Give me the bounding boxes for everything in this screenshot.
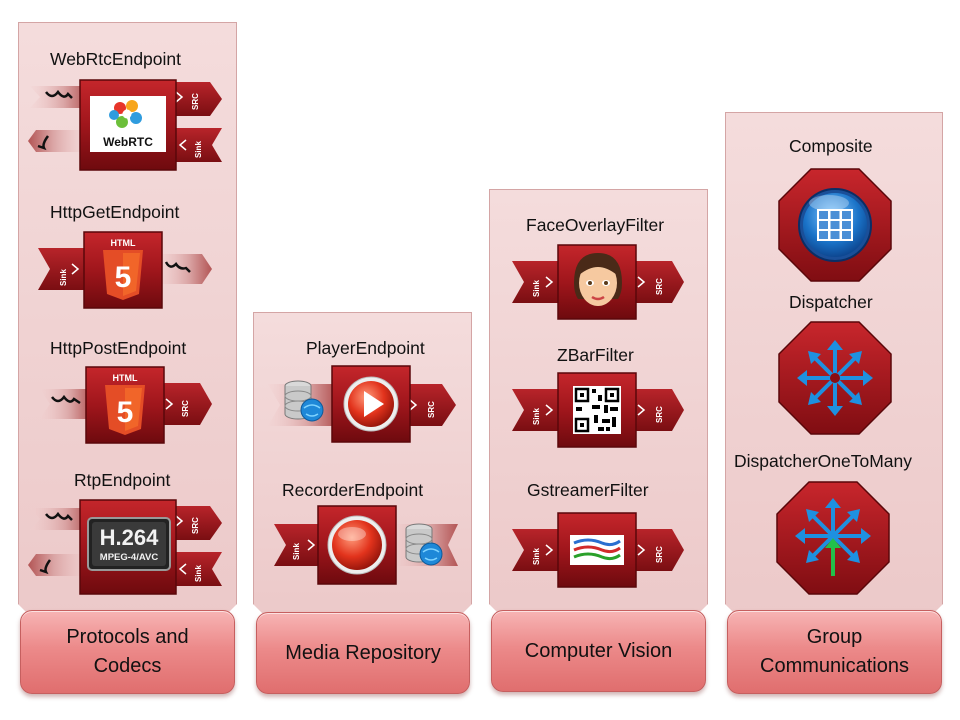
element-label: GstreamerFilter [527, 480, 649, 500]
composite-hub [778, 168, 892, 282]
element-label: ZBarFilter [557, 345, 634, 365]
element-label: WebRtcEndpoint [50, 49, 182, 69]
src-port-label: SRC [427, 401, 436, 418]
rtp-endpoint-block: SRC Sink H.264 MPEG-4/AVC [28, 499, 222, 595]
category-computer-vision[interactable]: Computer Vision [491, 610, 706, 692]
element-label: HttpGetEndpoint [50, 202, 180, 222]
svg-text:H.264: H.264 [100, 525, 159, 550]
sink-port-label: Sink [194, 141, 203, 158]
src-port-label: SRC [655, 406, 664, 423]
category-protocols-codecs[interactable]: Protocols and Codecs [20, 610, 235, 694]
sink-port-label: Sink [532, 548, 541, 565]
qr-code-icon [573, 386, 621, 434]
category-group-communications[interactable]: Group Communications [727, 610, 942, 694]
zbar-filter-block: Sink SRC [512, 372, 684, 448]
http-get-endpoint-block: Sink HTML 5 [38, 231, 212, 309]
svg-text:HTML: HTML [113, 373, 138, 383]
gstreamer-filter-block: Sink SRC [512, 512, 684, 588]
arrows-out-one-in-icon [795, 498, 871, 576]
svg-text:5: 5 [117, 396, 134, 429]
database-icon [405, 523, 443, 566]
h264-icon: H.264 MPEG-4/AVC [87, 517, 171, 571]
gstreamer-logo-icon [570, 535, 624, 565]
record-button-icon [327, 515, 387, 575]
face-icon [574, 253, 622, 306]
svg-text:HTML: HTML [111, 238, 136, 248]
http-post-endpoint-block: SRC HTML 5 [40, 366, 212, 444]
src-port-label: SRC [191, 93, 200, 110]
grid-icon [798, 188, 872, 262]
element-label: HttpPostEndpoint [50, 338, 187, 358]
sink-port-label: Sink [194, 565, 203, 582]
element-label: RecorderEndpoint [282, 480, 424, 500]
category-label: Computer Vision [524, 639, 673, 662]
sink-port-label: Sink [532, 280, 541, 297]
dispatcher-one-to-many-hub [776, 481, 890, 595]
element-label: DispatcherOneToMany [734, 451, 912, 471]
element-label: RtpEndpoint [74, 470, 171, 490]
webrtc-logo-icon [109, 100, 142, 128]
dispatcher-hub [778, 321, 892, 435]
category-label: Group Communications [760, 626, 909, 677]
element-label: FaceOverlayFilter [526, 215, 665, 235]
src-port-label: SRC [655, 546, 664, 563]
src-port-label: SRC [191, 517, 200, 534]
sink-port-label: Sink [59, 269, 68, 286]
category-label: Protocols and Codecs [66, 626, 189, 677]
arrows-out-icon [797, 340, 873, 416]
svg-text:MPEG-4/AVC: MPEG-4/AVC [100, 552, 159, 563]
category-media-repository[interactable]: Media Repository [256, 612, 470, 694]
element-label: Dispatcher [789, 292, 873, 312]
recorder-endpoint-block: Sink [274, 505, 458, 585]
webrtc-logo-text: WebRTC [103, 135, 153, 149]
category-label: Media Repository [285, 641, 441, 664]
svg-text:5: 5 [115, 261, 132, 294]
html5-icon: HTML 5 [105, 373, 145, 435]
src-port-label: SRC [655, 278, 664, 295]
html5-icon: HTML 5 [103, 238, 143, 300]
element-label: PlayerEndpoint [306, 338, 425, 358]
element-label: Composite [789, 136, 873, 156]
webrtc-endpoint-block: SRC Sink WebRTC [28, 79, 222, 171]
src-port-label: SRC [181, 400, 190, 417]
sink-port-label: Sink [532, 408, 541, 425]
sink-port-label: Sink [292, 543, 301, 560]
play-button-icon [343, 376, 399, 432]
player-endpoint-block: SRC [268, 365, 456, 443]
face-overlay-filter-block: Sink SRC [512, 244, 684, 320]
database-icon [284, 380, 324, 422]
